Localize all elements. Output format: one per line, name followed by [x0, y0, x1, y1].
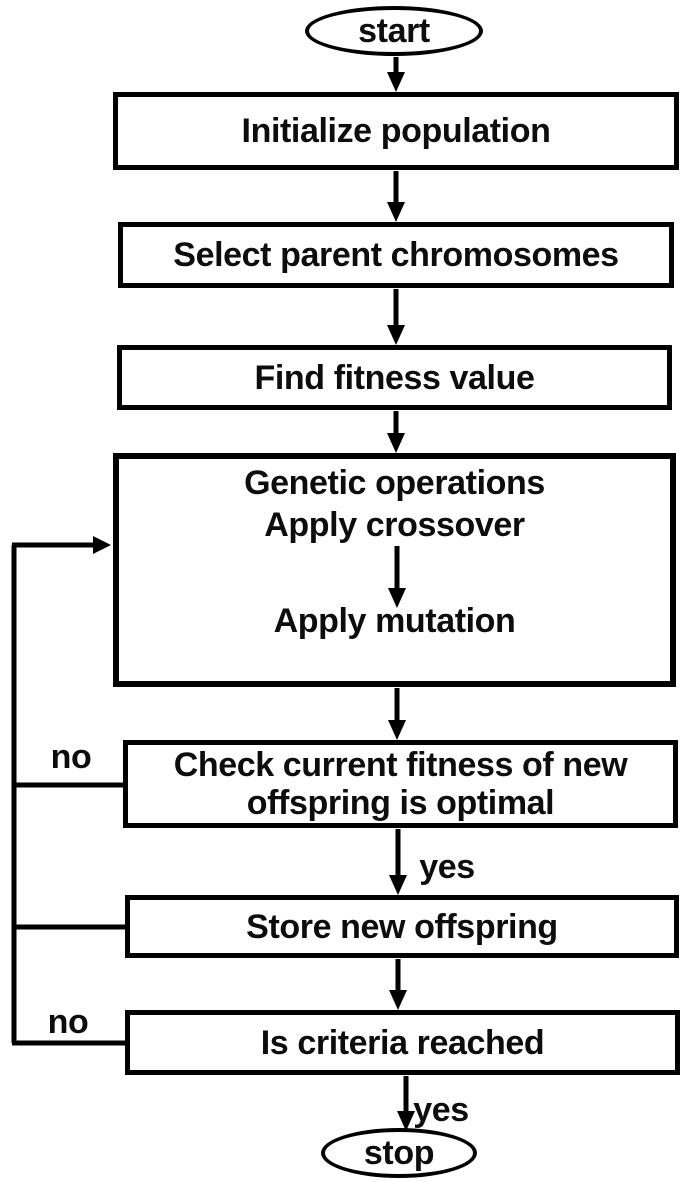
- edge-check-to-store-yes: [389, 829, 407, 895]
- node-is-criteria-reached: Is criteria reached: [125, 1010, 680, 1075]
- edge-store-to-criteria: [389, 959, 407, 1010]
- edge-label-check-yes: yes: [419, 848, 475, 886]
- node-stop-label: stop: [363, 1134, 435, 1172]
- check-fitness-line-1: Check current fitness of new: [173, 746, 628, 784]
- genetic-operations-line: Genetic operations: [244, 464, 545, 502]
- node-find-fitness-value: Find fitness value: [117, 345, 672, 410]
- node-select-label: Select parent chromosomes: [173, 236, 619, 274]
- edge-label-criteria-no: no: [47, 1003, 89, 1041]
- node-fitness-label: Find fitness value: [254, 358, 535, 397]
- edge-initialize-to-select: [387, 171, 405, 222]
- apply-crossover-line: Apply crossover: [264, 506, 525, 544]
- node-store-new-offspring: Store new offspring: [125, 895, 679, 958]
- edge-select-to-fitness: [387, 289, 405, 345]
- node-select-parent-chromosomes: Select parent chromosomes: [118, 222, 674, 288]
- node-stop: stop: [321, 1128, 477, 1178]
- apply-mutation-line: Apply mutation: [273, 602, 516, 640]
- edge-genetic-to-check: [388, 688, 406, 740]
- node-start: start: [305, 6, 483, 56]
- edge-start-to-initialize: [387, 57, 405, 92]
- node-genetic-operations: Genetic operations Apply crossover Apply…: [113, 453, 676, 687]
- edge-label-criteria-yes: yes: [413, 1091, 469, 1129]
- edge-label-check-no: no: [50, 738, 92, 776]
- feedback-loop-line: [11, 536, 111, 1043]
- node-initialize-label: Initialize population: [241, 112, 551, 150]
- node-initialize-population: Initialize population: [113, 92, 679, 170]
- node-start-label: start: [358, 12, 430, 50]
- criteria-reached-label: Is criteria reached: [260, 1023, 545, 1062]
- store-offspring-label: Store new offspring: [246, 907, 558, 946]
- check-fitness-line-2: offspring is optimal: [246, 784, 555, 822]
- node-check-fitness: Check current fitness of new offspring i…: [123, 740, 678, 828]
- edge-fitness-to-genetic: [387, 411, 405, 453]
